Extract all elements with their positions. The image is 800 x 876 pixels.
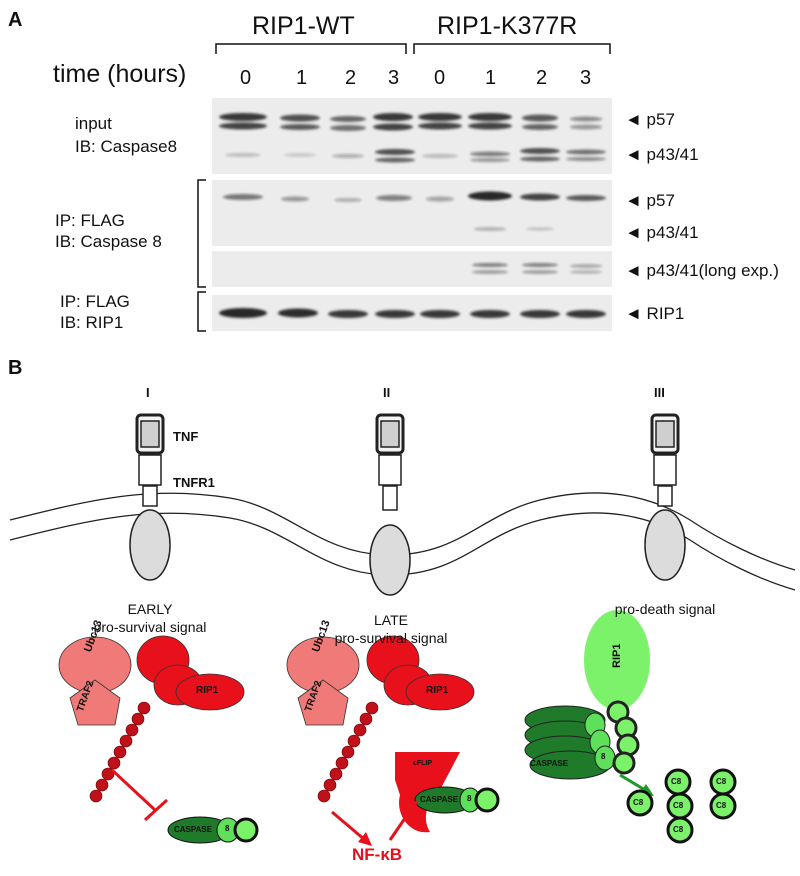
blot-ip-caspase8 xyxy=(212,180,612,246)
stage-roman: III xyxy=(654,385,665,400)
time-label: time (hours) xyxy=(53,60,187,88)
complex-stage-3 xyxy=(524,610,650,780)
caspase-num-label: 8 xyxy=(601,752,606,761)
blot-bands xyxy=(219,113,606,318)
receptor-2 xyxy=(369,413,411,596)
ubiquitin-chain-1 xyxy=(89,701,151,803)
lane-label: 1 xyxy=(485,67,497,89)
ubiquitin-chain-2 xyxy=(317,701,379,803)
lane-label: 3 xyxy=(580,67,592,89)
caspase8-inactive-1 xyxy=(167,816,259,844)
cflip-label: cFLIP xyxy=(413,760,433,767)
signal-line: pro-survival signal xyxy=(334,629,448,646)
lane-label: 3 xyxy=(388,67,400,89)
c8-label: C8 xyxy=(673,825,684,834)
complex-stage-1 xyxy=(58,635,245,726)
row-label: IB: RIP1 xyxy=(60,313,124,332)
caspase-num-label: 8 xyxy=(467,794,472,803)
signal-label-3: pro-death signal xyxy=(590,601,740,619)
group-brackets xyxy=(215,43,611,54)
band-label-p43: ◄ p43/41 xyxy=(625,223,699,242)
caspase-num-label: 8 xyxy=(225,824,230,833)
signal-line: EARLY xyxy=(127,601,173,617)
row-label: IB: Caspase8 xyxy=(75,137,178,156)
c8-label: C8 xyxy=(673,801,684,810)
caspase-label: CASPASE xyxy=(530,759,569,768)
signal-label-1: EARLY pro-survival signal xyxy=(75,601,225,636)
inhibition-bar xyxy=(110,768,169,822)
caspase-label: CASPASE xyxy=(420,795,459,804)
c8-label: C8 xyxy=(716,801,727,810)
lane-label: 2 xyxy=(345,67,357,89)
rip1-label: RIP1 xyxy=(611,643,623,668)
row-brackets xyxy=(197,179,206,332)
signal-line: pro-death signal xyxy=(614,601,716,617)
rip1-label: RIP1 xyxy=(196,685,219,696)
panel-a-letter: A xyxy=(8,9,23,31)
complex-stage-2 xyxy=(286,635,475,726)
row-label: IP: FLAG xyxy=(60,292,130,311)
cell-membrane xyxy=(9,492,796,591)
band-label-p57: ◄ p57 xyxy=(625,110,675,129)
group-label-wt: RIP1-WT xyxy=(252,12,355,40)
band-label-p43: ◄ p43/41 xyxy=(625,145,699,164)
group-label-k377r: RIP1-K377R xyxy=(437,12,578,40)
active-caspase8 xyxy=(626,768,737,844)
band-label-p57: ◄ p57 xyxy=(625,191,675,210)
stage-roman: II xyxy=(383,385,391,400)
caspase8-with-cflip xyxy=(414,786,500,814)
panel-b-letter: B xyxy=(8,357,23,379)
lane-label: 0 xyxy=(434,67,446,89)
stage-roman: I xyxy=(146,385,150,400)
lane-label: 2 xyxy=(536,67,548,89)
signal-label-2: LATE pro-survival signal xyxy=(316,612,466,647)
caspase-label: CASPASE xyxy=(174,825,213,834)
band-label-rip1: ◄ RIP1 xyxy=(625,304,685,323)
row-label: input xyxy=(75,114,112,133)
row-label: IP: FLAG xyxy=(55,211,125,230)
lane-label: 1 xyxy=(296,67,308,89)
tnfr1-label: TNFR1 xyxy=(173,475,215,490)
signal-line: pro-survival signal xyxy=(93,618,207,635)
row-label: IB: Caspase 8 xyxy=(55,232,162,251)
lane-label: 0 xyxy=(240,67,252,89)
receptor-1 xyxy=(129,413,171,581)
tnf-label: TNF xyxy=(173,429,199,444)
nfkb-arrows xyxy=(331,800,417,846)
signal-line: LATE xyxy=(374,612,408,628)
nfkb-label: NF-κB xyxy=(352,845,403,864)
blot-long-exposure xyxy=(212,251,612,287)
c8-label: C8 xyxy=(716,777,727,786)
c8-label: C8 xyxy=(671,777,682,786)
band-label-p43-long: ◄ p43/41(long exp.) xyxy=(625,261,779,280)
receptor-3 xyxy=(644,413,686,581)
rip1-label: RIP1 xyxy=(426,685,449,696)
c8-label: C8 xyxy=(633,798,644,807)
